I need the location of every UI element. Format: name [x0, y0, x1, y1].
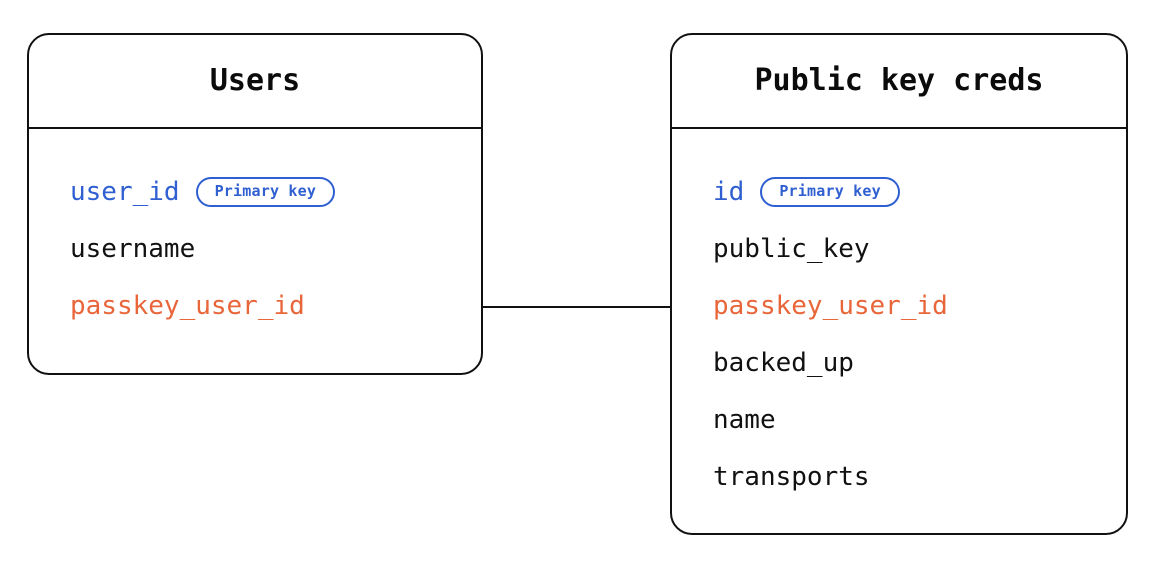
- entity-header-divider: [670, 127, 1128, 129]
- field-name: transports: [713, 461, 870, 492]
- field-name: id: [713, 176, 745, 207]
- field-list-users: user_id Primary key username passkey_user_i…: [29, 127, 481, 334]
- field-row[interactable]: user_id Primary key: [29, 163, 481, 220]
- field-row[interactable]: public_key: [672, 220, 1126, 277]
- entity-title-users: Users: [209, 63, 301, 98]
- field-name: name: [713, 404, 776, 435]
- entity-box-users[interactable]: Users user_id Primary key username passkey_u…: [27, 33, 483, 375]
- field-name: passkey_user_id: [713, 290, 948, 321]
- entity-title-public-key-creds: Public key creds: [754, 63, 1044, 98]
- field-name: user_id: [70, 176, 180, 207]
- primary-key-badge: Primary key: [195, 176, 336, 207]
- field-row[interactable]: backed_up: [672, 334, 1126, 391]
- field-row[interactable]: name: [672, 391, 1126, 448]
- primary-key-badge: Primary key: [760, 176, 900, 207]
- field-name: public_key: [713, 233, 870, 264]
- field-name: passkey_user_id: [70, 290, 305, 321]
- field-row[interactable]: passkey_user_id: [29, 277, 481, 334]
- entity-header-divider: [27, 127, 483, 129]
- field-row[interactable]: transports: [672, 448, 1126, 505]
- field-row[interactable]: username: [29, 220, 481, 277]
- field-name: username: [70, 233, 196, 264]
- field-row[interactable]: passkey_user_id: [672, 277, 1126, 334]
- relationship-connector-users-to-public-key-creds: [481, 306, 672, 308]
- field-row[interactable]: id Primary key: [672, 163, 1126, 220]
- field-name: backed_up: [713, 347, 854, 378]
